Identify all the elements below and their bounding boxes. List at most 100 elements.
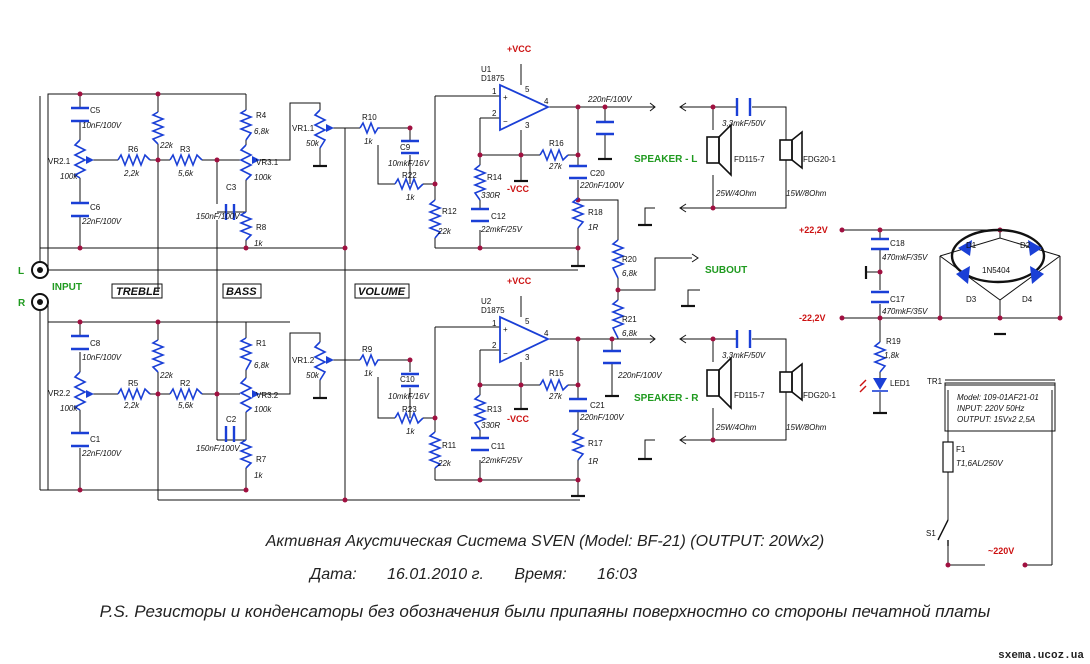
speaker-fd115-bottom xyxy=(706,356,732,410)
label-u2-part: D1875 xyxy=(481,306,505,315)
label-vr32: VR3.2 xyxy=(256,391,279,400)
label-r16: R16 xyxy=(549,139,564,148)
label-r20: R20 xyxy=(622,255,637,264)
label-c1-value: 22nF/100V xyxy=(81,449,122,458)
pin5a: 5 xyxy=(525,85,530,94)
transformer-tr1 xyxy=(944,382,1056,432)
label-tr1: TR1 xyxy=(927,377,943,386)
label-c8: C8 xyxy=(90,339,101,348)
speaker-fdg20-bottom xyxy=(779,362,803,402)
label-c9: C9 xyxy=(400,143,411,152)
label-r9: R9 xyxy=(362,345,373,354)
label-r14-value: 330R xyxy=(481,191,500,200)
label-r3: R3 xyxy=(180,145,191,154)
pin3a: 3 xyxy=(525,121,530,130)
pin4b: 4 xyxy=(544,329,549,338)
label-vcc-bottom: +VCC xyxy=(507,276,532,286)
amp-wiring xyxy=(254,64,692,500)
label-r4-value: 6,8k xyxy=(254,127,270,136)
label-fdg20-bottom-value: 15W/8Ohm xyxy=(786,423,827,432)
caption-time-label: Время: xyxy=(514,566,567,583)
power-wiring xyxy=(842,229,1061,566)
label-c20-value: 220nF/100V xyxy=(579,181,624,190)
label-r15: R15 xyxy=(549,369,564,378)
label-r12: R12 xyxy=(442,207,457,216)
pin2a: 2 xyxy=(492,109,497,118)
label-r19-value: 1,8k xyxy=(884,351,900,360)
speaker-fd115-top xyxy=(706,123,732,177)
label-r17: R17 xyxy=(588,439,603,448)
label-r2-value: 5,6k xyxy=(178,401,194,410)
pin5b: 5 xyxy=(525,317,530,326)
label-fd115-top: FD115-7 xyxy=(734,155,765,164)
label-r8: R8 xyxy=(256,223,267,232)
label-vr31-value: 100k xyxy=(254,173,272,182)
label-c6-value: 22nF/100V xyxy=(81,217,122,226)
label-led1: LED1 xyxy=(890,379,911,388)
label-r9-value: 1k xyxy=(364,369,373,378)
label-vr21-value: 100k xyxy=(60,172,78,181)
label-d2: D2 xyxy=(1020,241,1031,250)
caption-note: P.S. Резисторы и конденсаторы без обозна… xyxy=(99,602,991,621)
caption-date-label: Дата: xyxy=(310,566,357,583)
label-u1: U1 xyxy=(481,65,492,74)
label-nvcc-bottom: -VCC xyxy=(507,414,529,424)
ground-symbols xyxy=(313,157,1006,498)
label-spk-cap-bottom: 3,3mkF/50V xyxy=(722,351,766,360)
label-r22-value: 1k xyxy=(406,193,415,202)
label-boxes xyxy=(111,283,410,299)
label-nvcc-top: -VCC xyxy=(507,184,529,194)
label-treble: TREBLE xyxy=(116,286,161,298)
tone-wiring-bottom xyxy=(39,302,580,501)
caption-title: Активная Акустическая Система SVEN (Mode… xyxy=(265,533,825,550)
pin2b: 2 xyxy=(492,341,497,350)
label-r11-value: 22k xyxy=(437,459,452,468)
label-r14: R14 xyxy=(487,173,502,182)
label-vr22: VR2.2 xyxy=(48,389,71,398)
label-f1-value: T1,6AL/250V xyxy=(956,459,1003,468)
label-c3-value: 150nF/100V xyxy=(196,212,240,221)
label-u2: U2 xyxy=(481,297,492,306)
label-s1: S1 xyxy=(926,529,936,538)
label-d1: D1 xyxy=(966,241,977,250)
label-c5: C5 xyxy=(90,106,101,115)
label-r12-value: 22k xyxy=(437,227,452,236)
label-mains: ~220V xyxy=(988,546,1014,556)
label-vr31: VR3.1 xyxy=(256,158,279,167)
label-r11: R11 xyxy=(442,441,457,450)
label-r6-value: 2,2k xyxy=(123,169,140,178)
switch-s1 xyxy=(937,519,949,546)
label-r10-value: 1k xyxy=(364,137,373,146)
site-watermark: sxema.ucoz.ua xyxy=(998,650,1084,662)
speaker-fdg20-top xyxy=(779,130,803,170)
label-c21: C21 xyxy=(590,401,605,410)
label-r2: R2 xyxy=(180,379,191,388)
label-c21-value: 220nF/100V xyxy=(579,413,624,422)
label-spk-cap-top: 3,3mkF/50V xyxy=(722,119,766,128)
label-r19: R19 xyxy=(886,337,901,346)
label-vr12: VR1.2 xyxy=(292,356,315,365)
label-r22k-b: 22k xyxy=(159,371,174,380)
label-r7-value: 1k xyxy=(254,471,263,480)
label-tr-model: Model: 109-01AF21-01 xyxy=(957,393,1039,402)
caption-datetime: Дата: 16.01.2010 г. Время: 16:03 xyxy=(310,566,663,584)
amplifier-u1: + − xyxy=(499,83,551,132)
svg-text:−: − xyxy=(503,349,508,358)
label-fd115-top-value: 25W/4Ohm xyxy=(715,189,757,198)
label-d3: D3 xyxy=(966,295,977,304)
label-d4: D4 xyxy=(1022,295,1033,304)
label-r17-value: 1R xyxy=(588,457,598,466)
label-r20-value: 6,8k xyxy=(622,269,638,278)
label-vr32-value: 100k xyxy=(254,405,272,414)
label-r13-value: 330R xyxy=(481,421,500,430)
label-volume: VOLUME xyxy=(358,286,406,298)
label-c12-value: 22mkF/25V xyxy=(480,225,523,234)
label-fd115-bottom-value: 25W/4Ohm xyxy=(715,423,757,432)
label-bridge: 1N5404 xyxy=(982,266,1011,275)
fuse-f1 xyxy=(942,441,954,473)
pin1b: 1 xyxy=(492,319,497,328)
label-fd115-bottom: FD115-7 xyxy=(734,391,765,400)
led-1 xyxy=(859,378,888,393)
input-jack-r xyxy=(31,293,49,311)
